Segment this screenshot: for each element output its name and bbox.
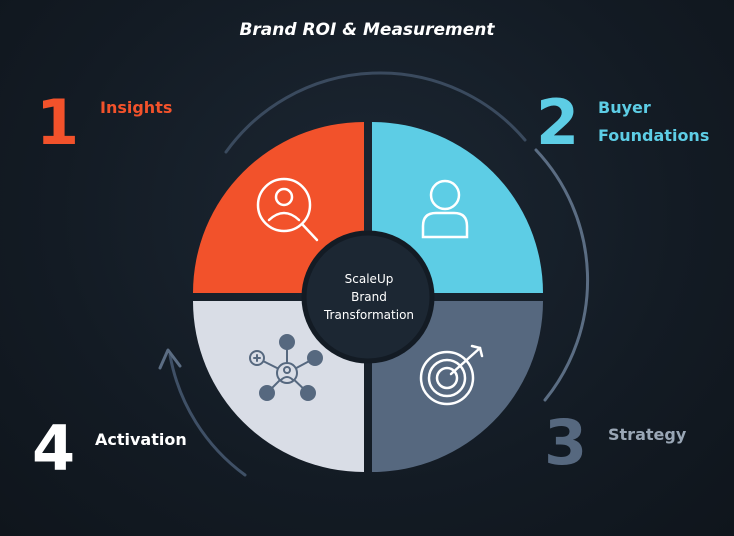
target-icon [419, 344, 484, 406]
search-user-icon [256, 177, 319, 242]
network-icon [249, 334, 323, 401]
center-label-line3: Transformation [323, 308, 415, 322]
step-label-strategy: Strategy [608, 425, 687, 444]
step-number-3: 3 [544, 406, 588, 479]
cycle-arc-right [534, 148, 590, 402]
user-icon [421, 179, 469, 239]
cycle-arc-top [224, 71, 527, 154]
center-label-line2: Brand [351, 290, 387, 304]
step-number-2: 2 [536, 86, 580, 159]
cycle-arc-left [168, 353, 247, 477]
step-number-1: 1 [36, 86, 80, 159]
cycle-arrow-head [158, 348, 182, 370]
step-label-insights: Insights [100, 98, 173, 117]
step-label-buyer-foundations: Buyer Foundations [598, 98, 710, 145]
step-number-4: 4 [32, 412, 76, 485]
center-circle [301, 230, 435, 364]
center-label: ScaleUp Brand Transformation [309, 270, 429, 324]
diagram-title: Brand ROI & Measurement [239, 20, 495, 40]
step-label-activation: Activation [95, 430, 187, 449]
center-label-line1: ScaleUp [344, 272, 394, 286]
